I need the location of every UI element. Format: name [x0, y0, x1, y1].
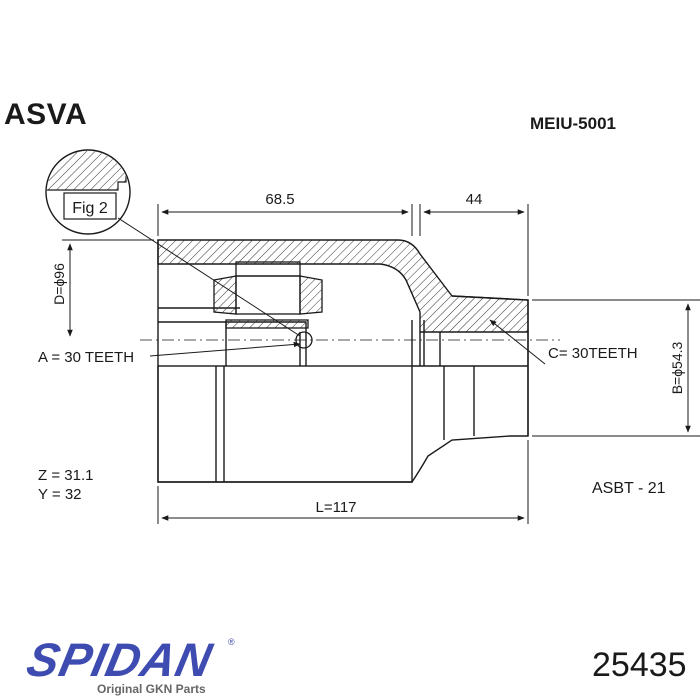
reference-number: 25435	[592, 646, 687, 684]
spec-y: Y = 32	[38, 486, 82, 503]
spec-code: ASBT - 21	[592, 480, 666, 497]
fig2-circle	[45, 149, 131, 235]
dimension-lines	[62, 204, 700, 524]
ball-hatch	[213, 275, 237, 315]
fig2-detail: Fig 2	[45, 149, 131, 235]
fig2-hatched-profile	[47, 151, 129, 191]
dim-68-5: 68.5	[265, 191, 294, 208]
teeth-c-label: C= 30TEETH	[548, 345, 638, 362]
dim-diameter-b: B=ϕ54.3	[669, 341, 685, 394]
joint-housing	[157, 239, 529, 483]
housing-outline	[157, 240, 529, 483]
registered-mark: ®	[228, 637, 235, 647]
dim-length: L=117	[315, 499, 356, 516]
inner-race-hatch	[225, 319, 309, 329]
upper-shell-hatch	[157, 239, 529, 333]
spidan-tagline: Original GKN Parts	[97, 682, 206, 696]
dim-diameter-d: D=ϕ96	[51, 263, 67, 305]
spec-z: Z = 31.1	[38, 467, 94, 484]
fig2-label: Fig 2	[72, 200, 108, 217]
part-number: MEIU-5001	[530, 114, 616, 133]
ball-hatch-right	[299, 275, 323, 315]
brand-name: ASVA	[4, 98, 88, 131]
dim-44: 44	[466, 191, 483, 208]
lower-cylinder	[157, 365, 413, 483]
teeth-a-label: A = 30 TEETH	[38, 349, 134, 366]
leader-lines	[117, 217, 546, 365]
spidan-logo: SPIDAN	[22, 633, 218, 686]
